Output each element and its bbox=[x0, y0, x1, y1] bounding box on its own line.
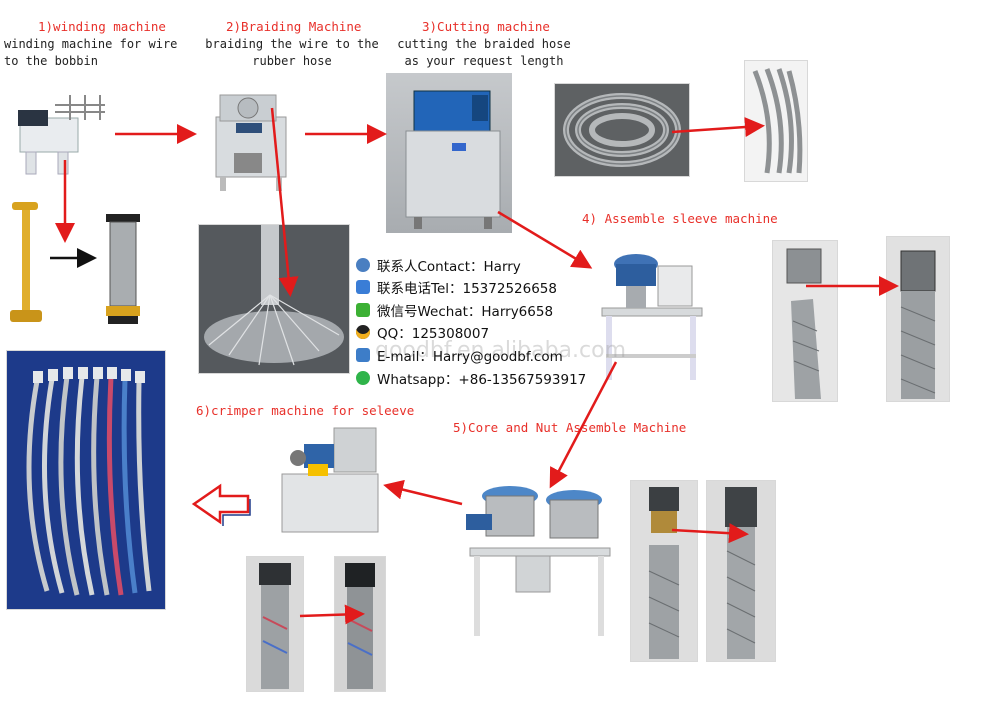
contact-email-text: E-mail：Harry@goodbf.com bbox=[377, 349, 563, 365]
sleeved-hose-image bbox=[886, 236, 950, 402]
arrow-braiding-to-closeup bbox=[270, 107, 299, 297]
contact-whatsapp-text: Whatsapp：+86-13567593917 bbox=[377, 372, 587, 388]
step1-desc: winding machine for wire to the bobbin bbox=[4, 36, 178, 70]
email-icon bbox=[356, 348, 370, 362]
winding-machine-image bbox=[10, 80, 110, 180]
step1-desc-line2: to the bobbin bbox=[4, 54, 98, 68]
contact-phone-text: 联系电话Tel：15372526658 bbox=[377, 281, 557, 297]
qq-penguin-icon bbox=[356, 325, 370, 339]
contact-person: 联系人Contact：Harry bbox=[356, 255, 521, 275]
step2-title: 2)Braiding Machine bbox=[226, 19, 362, 34]
contact-phone: 联系电话Tel：15372526658 bbox=[356, 277, 557, 297]
arrow-crimped-before-to-after bbox=[299, 604, 365, 625]
wechat-icon bbox=[356, 303, 370, 317]
step2-desc-line2: rubber hose bbox=[252, 54, 332, 68]
step3-desc-line1: cutting the braided hose bbox=[397, 37, 571, 51]
crimped-sleeve-before-image bbox=[246, 556, 304, 692]
contact-qq-text: QQ：125308007 bbox=[377, 326, 490, 342]
arrow-corenut-to-crimper bbox=[383, 479, 463, 506]
contact-email: E-mail：Harry@goodbf.com bbox=[356, 345, 563, 365]
sleeve-and-hose-image bbox=[772, 240, 838, 402]
nut-and-core-image bbox=[630, 480, 698, 662]
arrow-nut-to-assembled bbox=[671, 523, 749, 544]
contact-wechat: 微信号Wechat：Harry6658 bbox=[356, 300, 553, 320]
step2-desc: braiding the wire to the rubber hose bbox=[204, 36, 380, 70]
assembled-core-nut-image bbox=[706, 480, 776, 662]
arrow-coil-to-cut bbox=[671, 117, 765, 137]
hose-coil-image bbox=[554, 83, 690, 177]
step3-title: 3)Cutting machine bbox=[422, 19, 550, 34]
phone-icon bbox=[356, 280, 370, 294]
finished-hoses-image bbox=[6, 350, 166, 610]
arrow-crimper-to-finished bbox=[191, 483, 250, 525]
arrow-cutting-to-sleeve bbox=[497, 210, 593, 269]
step5-title: 5)Core and Nut Assemble Machine bbox=[453, 420, 687, 435]
whatsapp-icon bbox=[356, 371, 370, 385]
watermark: goodbf.en.alibaba.com bbox=[375, 338, 627, 363]
step4-title: 4) Assemble sleeve machine bbox=[582, 211, 778, 226]
step3-desc: cutting the braided hose as your request… bbox=[396, 36, 572, 70]
crimper-machine-image bbox=[278, 424, 382, 536]
contact-qq: QQ：125308007 bbox=[356, 322, 489, 342]
step3-desc-line2: as your request length bbox=[404, 54, 564, 68]
step1-desc-line1: winding machine for wire bbox=[4, 37, 178, 51]
braiding-closeup-image bbox=[198, 224, 350, 374]
core-nut-assemble-machine-image bbox=[462, 478, 614, 640]
wound-bobbin-image bbox=[100, 210, 146, 328]
empty-bobbin-image bbox=[8, 198, 44, 330]
sleeve-assemble-machine-image bbox=[596, 246, 712, 386]
arrow-sleeve-to-corenut bbox=[549, 361, 618, 489]
contact-whatsapp: Whatsapp：+86-13567593917 bbox=[356, 368, 586, 388]
step2-desc-line1: braiding the wire to the bbox=[205, 37, 379, 51]
cutting-machine-image bbox=[386, 73, 512, 233]
contact-person-text: 联系人Contact：Harry bbox=[377, 259, 521, 275]
person-icon bbox=[356, 258, 370, 272]
step1-title: 1)winding machine bbox=[38, 19, 166, 34]
contact-wechat-text: 微信号Wechat：Harry6658 bbox=[377, 304, 554, 320]
step6-title: 6)crimper machine for seleeve bbox=[196, 403, 415, 418]
